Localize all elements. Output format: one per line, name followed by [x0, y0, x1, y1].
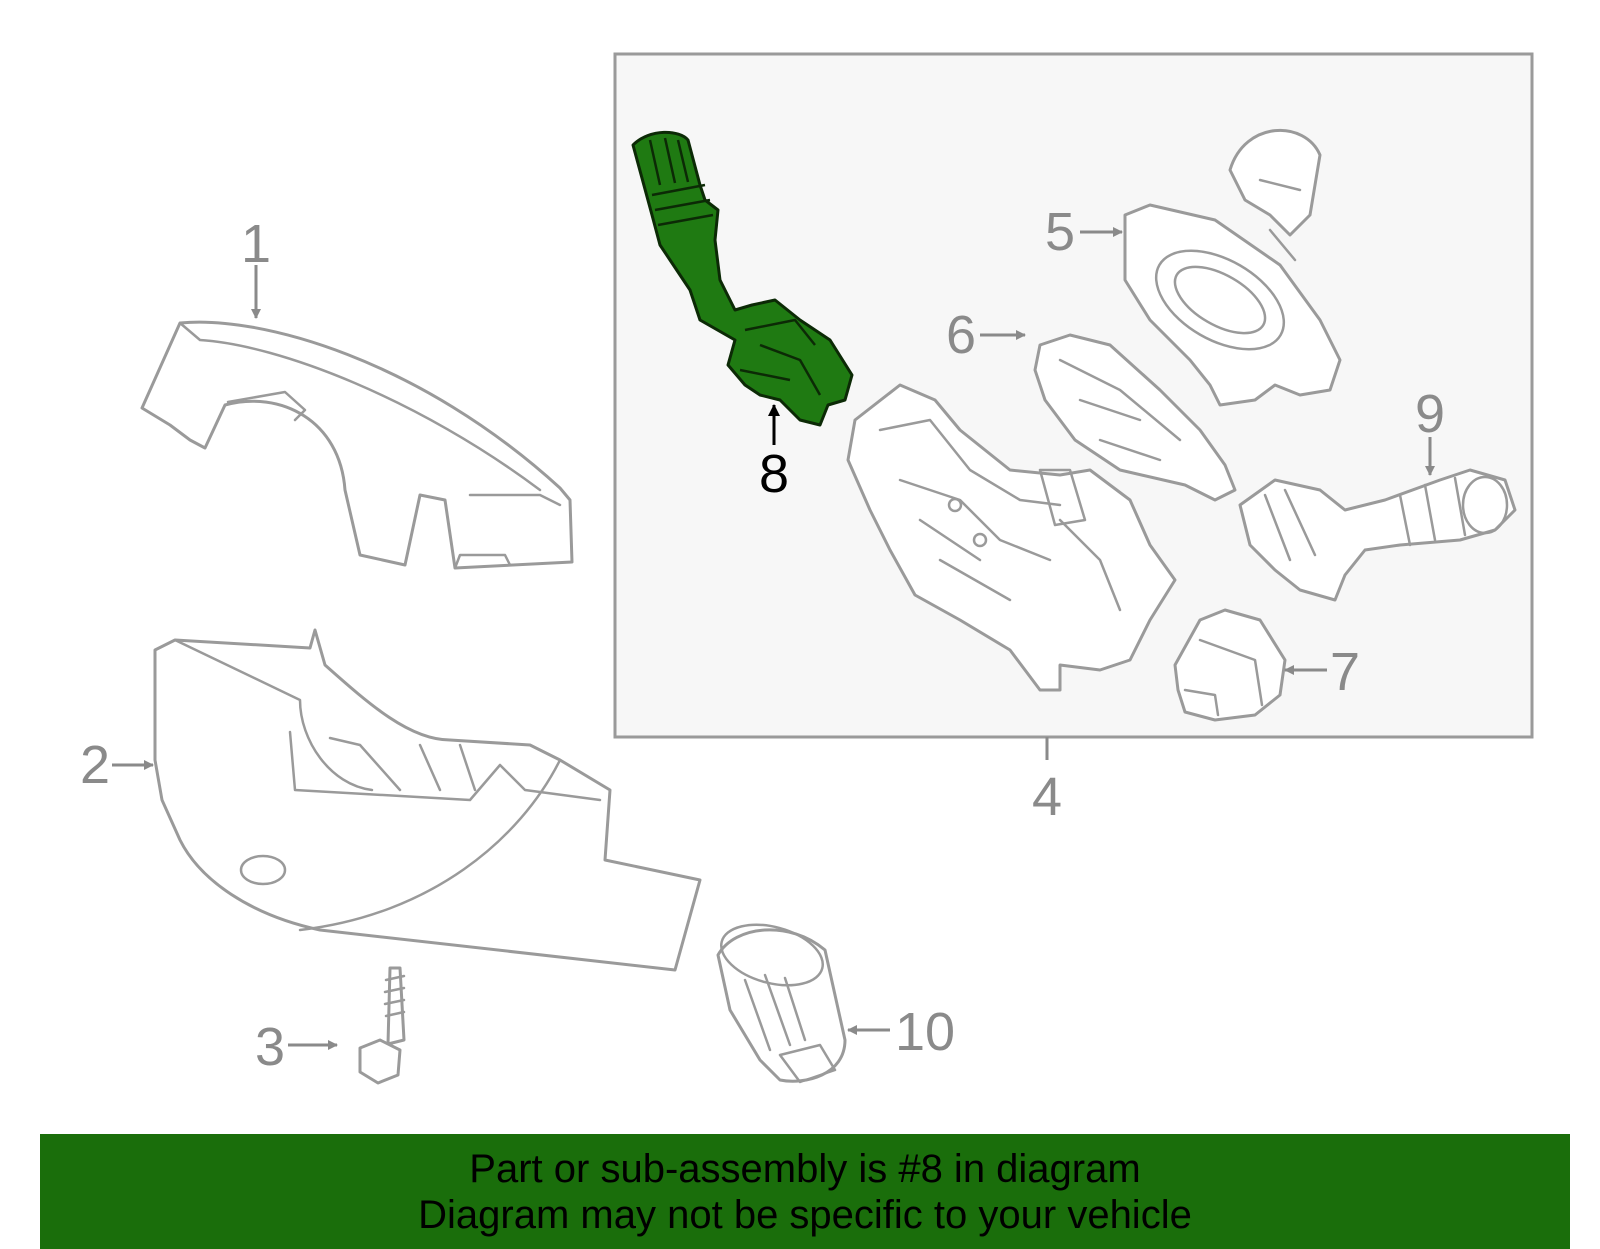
callout-2: 2	[80, 735, 110, 795]
callout-9: 9	[1415, 384, 1445, 444]
callout-5: 5	[1045, 202, 1075, 262]
banner-line-1: Part or sub-assembly is #8 in diagram	[469, 1146, 1141, 1191]
part-9-stalk-switch[interactable]	[1238, 468, 1517, 602]
callout-4: 4	[1032, 767, 1062, 827]
part-1-upper-shroud[interactable]	[140, 320, 574, 570]
info-banner: Part or sub-assembly is #8 in diagram Di…	[40, 1134, 1570, 1249]
part-3-bolt[interactable]	[358, 966, 406, 1085]
part-6-sensor[interactable]	[1033, 333, 1237, 502]
callout-3: 3	[255, 1017, 285, 1077]
part-2-lower-shroud[interactable]	[153, 628, 702, 972]
callout-6: 6	[946, 305, 976, 365]
part-10-lock-cylinder[interactable]	[715, 914, 847, 1084]
part-8-stalk-switch-highlighted[interactable]	[631, 130, 854, 427]
callout-10: 10	[895, 1002, 955, 1062]
central-housing[interactable]	[846, 383, 1177, 692]
callout-8: 8	[759, 444, 789, 504]
callout-7: 7	[1330, 642, 1360, 702]
callout-1: 1	[241, 214, 271, 274]
parts-diagram: 1 2 3 4 5 6 7 8 9 10	[80, 52, 1534, 1085]
part-5-clock-spring[interactable]	[1123, 128, 1342, 407]
part-7-switch[interactable]	[1173, 608, 1287, 722]
banner-line-2: Diagram may not be specific to your vehi…	[418, 1192, 1192, 1237]
